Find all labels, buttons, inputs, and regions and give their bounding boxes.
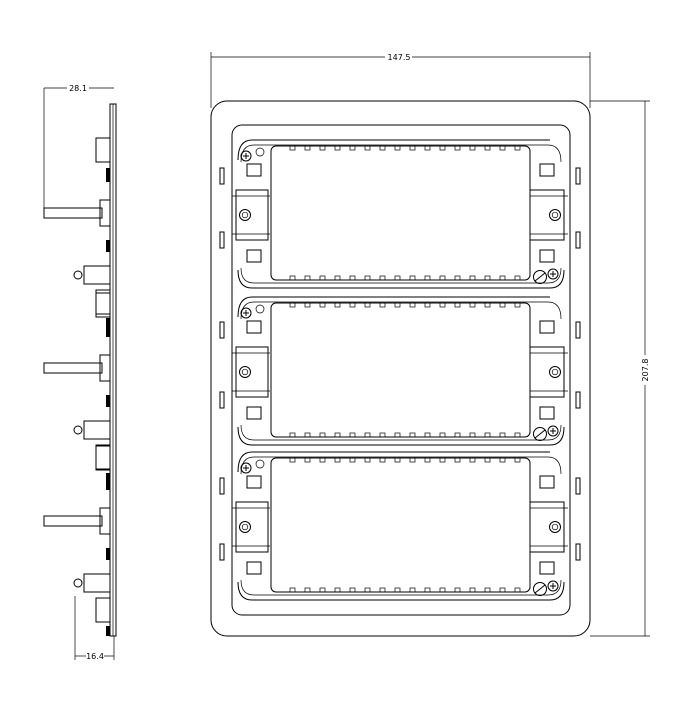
cover-plate	[210, 100, 591, 637]
frame-side-lugs	[219, 167, 581, 561]
dimension-base-depth: 16.4	[74, 596, 115, 661]
dimension-width: 147.5	[210, 52, 591, 108]
module-aperture	[270, 302, 531, 438]
dimension-depth: 28.1	[43, 84, 114, 210]
side-module-profile-2	[43, 292, 111, 483]
fixing-ring-icon	[549, 366, 561, 378]
fixing-ring-icon	[549, 521, 561, 533]
adjuster-screw-icon	[533, 582, 547, 596]
fixing-screw-icon	[547, 425, 559, 437]
module-aperture	[270, 145, 531, 281]
dimension-height: 207.8	[590, 100, 650, 637]
front-modules	[232, 139, 568, 601]
fixing-screw-icon	[240, 307, 252, 319]
pilot-hole-icon	[255, 459, 265, 469]
dimension-height-label: 207.8	[641, 359, 650, 382]
module-aperture	[270, 457, 531, 593]
adjuster-screw-icon	[533, 427, 547, 441]
module-1	[232, 139, 568, 289]
side-profile-features	[43, 137, 111, 636]
fixing-ring-icon	[239, 521, 251, 533]
fixing-screw-icon	[240, 462, 252, 474]
dimension-base-depth-label: 16.4	[86, 652, 104, 661]
fixing-ring-icon	[549, 209, 561, 221]
side-module-profile-1	[43, 137, 111, 328]
side-module-profile-3	[43, 445, 111, 636]
dimension-width-label: 147.5	[388, 53, 411, 62]
module-2	[232, 296, 568, 446]
adjuster-screw-icon	[533, 270, 547, 284]
pilot-hole-icon	[255, 147, 265, 157]
front-view: 147.5 207.8	[210, 52, 650, 637]
fixing-screw-icon	[240, 150, 252, 162]
fixing-ring-icon	[239, 209, 251, 221]
fixing-screw-icon	[547, 580, 559, 592]
side-view: 28.1 16.4	[43, 84, 117, 661]
mounting-frame	[231, 124, 571, 616]
pilot-hole-icon	[255, 304, 265, 314]
fixing-ring-icon	[239, 366, 251, 378]
dimension-depth-label: 28.1	[69, 84, 87, 93]
module-3	[232, 451, 568, 601]
fixing-screw-icon	[547, 268, 559, 280]
